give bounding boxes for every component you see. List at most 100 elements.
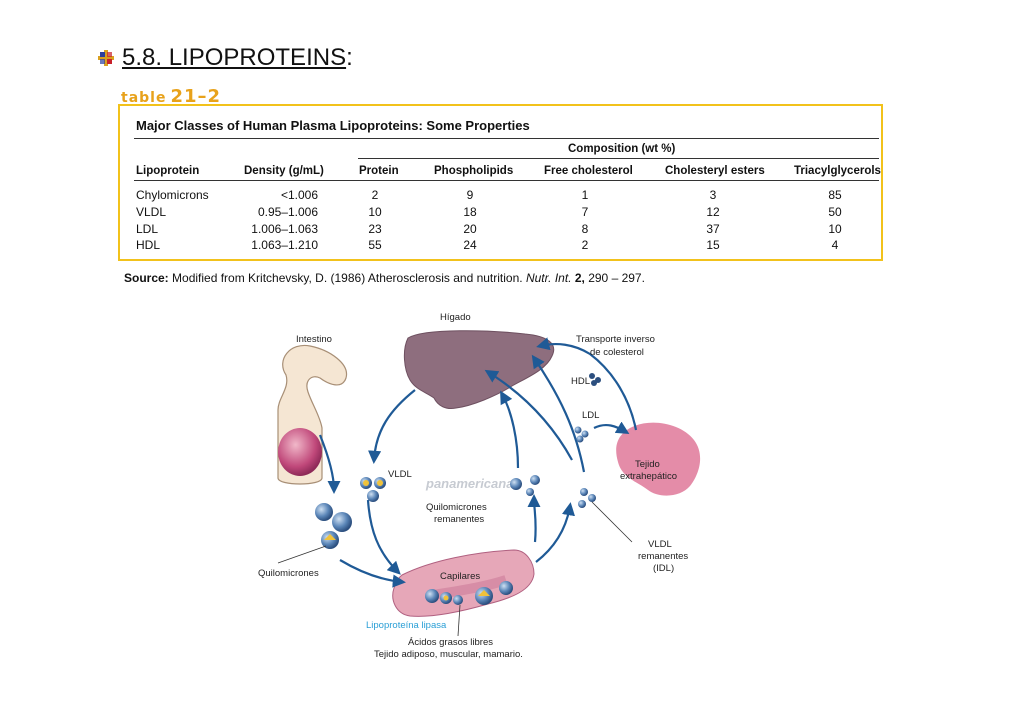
capillary-particle bbox=[453, 595, 463, 605]
label-vldl-rem-2: remanentes bbox=[638, 551, 688, 562]
label-capilares: Capilares bbox=[440, 571, 480, 582]
table-cell: LDL bbox=[136, 222, 159, 236]
label-intestino: Intestino bbox=[296, 334, 332, 345]
section-heading: 5.8. LIPOPROTEINS: bbox=[98, 44, 353, 72]
group-header: Composition (wt %) bbox=[568, 143, 676, 155]
arrow-reverse-transport bbox=[536, 337, 638, 431]
table-source: Source: Modified from Kritchevsky, D. (1… bbox=[124, 271, 645, 285]
label-quilomicrones: Quilomicrones bbox=[258, 568, 319, 579]
table-cell: 24 bbox=[463, 238, 477, 252]
liver-shape bbox=[403, 330, 555, 409]
table-cell: 23 bbox=[368, 222, 382, 236]
arrow-to-capillary bbox=[339, 559, 406, 588]
label-vldl-rem-1: VLDL bbox=[648, 539, 672, 550]
table-cell: 10 bbox=[828, 222, 842, 236]
table-cell: 20 bbox=[463, 222, 477, 236]
table-cell: 2 bbox=[581, 238, 589, 252]
table-cell: 85 bbox=[828, 188, 842, 202]
table-cell: 4 bbox=[831, 238, 839, 252]
header-rule bbox=[134, 180, 879, 181]
table-cell: HDL bbox=[136, 238, 161, 252]
label-transporte-1: Transporte inverso bbox=[576, 334, 655, 345]
arrow-capillary-to-remnants bbox=[527, 494, 541, 543]
table-top-rule bbox=[134, 138, 879, 139]
col-header-triacylglycerols: Triacylglycerols bbox=[794, 165, 881, 177]
title-text: 5.8. LIPOPROTEINS bbox=[122, 44, 347, 71]
source-journal: Nutr. Int. bbox=[525, 271, 572, 285]
particle-detail bbox=[377, 480, 383, 486]
table-cell: 12 bbox=[706, 205, 720, 219]
label-tejido-1: Tejido bbox=[635, 459, 660, 470]
bullet-icon bbox=[98, 50, 114, 66]
source-text: Modified from Kritchevsky, D. (1986) Ath… bbox=[168, 271, 526, 285]
chylomicron-particle bbox=[315, 503, 333, 521]
table-cell: <1.006 bbox=[280, 188, 318, 202]
watermark-text: panamericana bbox=[425, 476, 513, 491]
col-header-protein: Protein bbox=[359, 165, 399, 177]
table-cell: 55 bbox=[368, 238, 382, 252]
lipoprotein-table: Major Classes of Human Plasma Lipoprotei… bbox=[118, 104, 883, 261]
arrow-ldl-to-liver bbox=[531, 354, 586, 473]
capillary-particle bbox=[425, 589, 439, 603]
particle-detail bbox=[324, 534, 336, 540]
table-cell: VLDL bbox=[136, 205, 167, 219]
label-tejido-2: extrahepático bbox=[620, 471, 677, 482]
table-cell: 7 bbox=[581, 205, 589, 219]
arrow-intestine-down bbox=[318, 434, 341, 494]
group-rule bbox=[358, 158, 879, 159]
lipoprotein-transport-diagram: panamericana Hígado Intestino bbox=[258, 312, 701, 660]
label-lipasa: Lipoproteína lipasa bbox=[366, 620, 447, 631]
title-colon: : bbox=[346, 44, 353, 71]
table-cell: 10 bbox=[368, 205, 382, 219]
hdl-particle bbox=[591, 380, 597, 386]
extrahepatic-tissue-shape bbox=[616, 422, 701, 496]
leader-line bbox=[591, 501, 633, 543]
idl-particle bbox=[588, 494, 596, 502]
arrow-liver-to-vldl bbox=[368, 389, 416, 464]
col-header-phospholipids: Phospholipids bbox=[434, 165, 514, 177]
remnant-particle bbox=[526, 488, 534, 496]
col-header-density: Density (g/mL) bbox=[244, 165, 324, 177]
table-label-number: 21–2 bbox=[170, 86, 222, 107]
label-ldl: LDL bbox=[582, 410, 599, 421]
remnant-particle bbox=[530, 475, 540, 485]
table-cell: 8 bbox=[581, 222, 589, 236]
table-cell: 2 bbox=[371, 188, 379, 202]
intestine-lumen bbox=[278, 428, 322, 476]
arrow-vldl-to-capillary bbox=[366, 499, 401, 575]
label-tejido-adiposo: Tejido adiposo, muscular, mamario. bbox=[374, 649, 523, 660]
remnant-particle bbox=[510, 478, 522, 490]
label-acidos: Ácidos grasos libres bbox=[408, 637, 493, 648]
label-vldl: VLDL bbox=[388, 469, 412, 480]
leader-line bbox=[457, 604, 461, 637]
capillary-particle bbox=[499, 581, 513, 595]
ldl-particle bbox=[581, 430, 589, 438]
col-header-cholesteryl-esters: Cholesteryl esters bbox=[665, 165, 765, 177]
table-label-word: table bbox=[121, 90, 167, 106]
table-cell: 1.006–1.063 bbox=[251, 222, 318, 236]
particle-detail bbox=[443, 595, 449, 601]
table-cell: 9 bbox=[466, 188, 474, 202]
table-cell: 3 bbox=[709, 188, 717, 202]
idl-particle bbox=[578, 500, 586, 508]
arrow-idl-to-liver bbox=[484, 369, 573, 461]
capillary-shape bbox=[392, 549, 535, 617]
particle-detail bbox=[478, 590, 490, 596]
vldl-particle bbox=[367, 490, 379, 502]
table-cell: 15 bbox=[706, 238, 720, 252]
table-cell: 50 bbox=[828, 205, 842, 219]
source-pages: 290 – 297. bbox=[584, 271, 645, 285]
table-title: Major Classes of Human Plasma Lipoprotei… bbox=[136, 118, 530, 133]
source-lead: Source: bbox=[124, 271, 169, 285]
label-quilo-rem-1: Quilomicrones bbox=[426, 502, 487, 513]
arrow-capillary-to-idl bbox=[535, 502, 575, 563]
label-hdl: HDL bbox=[571, 376, 590, 387]
label-quilo-rem-2: remanentes bbox=[434, 514, 484, 525]
ldl-particle bbox=[576, 435, 584, 443]
label-transporte-2: de colesterol bbox=[590, 347, 644, 358]
table-cell: 18 bbox=[463, 205, 477, 219]
idl-particle bbox=[580, 488, 588, 496]
table-cell: 1.063–1.210 bbox=[251, 238, 318, 252]
table-cell: 37 bbox=[706, 222, 720, 236]
col-header-free-cholesterol: Free cholesterol bbox=[544, 165, 633, 177]
